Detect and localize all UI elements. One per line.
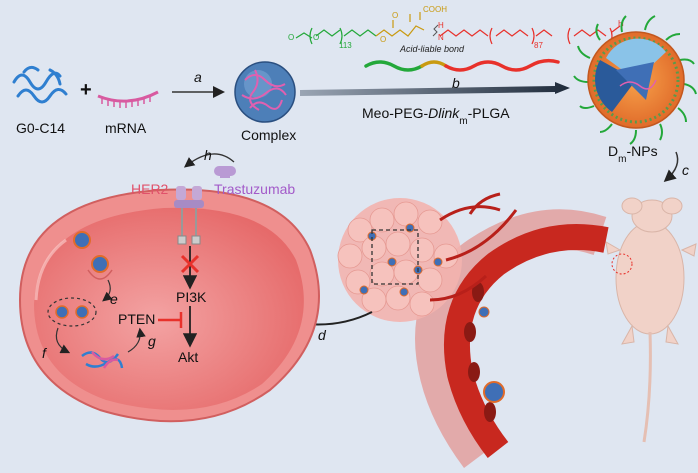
np-label: Dm-NPs <box>608 143 658 165</box>
tumor-cell <box>18 188 320 423</box>
akt-label: Akt <box>178 349 198 365</box>
chemical-structure: O O 113 O O COOH N H 87 29 H Acid-liable… <box>288 5 624 54</box>
step-c-label: c <box>682 162 689 178</box>
tumor-tissue <box>337 192 518 322</box>
arrow-h <box>183 153 235 168</box>
endocytosis-nps <box>73 231 113 280</box>
her2-receptor-icon <box>174 186 204 245</box>
polymer-label: Meo-PEG-Dlinkm-PLGA <box>362 105 510 127</box>
svg-text:O: O <box>392 11 398 20</box>
svg-text:N: N <box>438 33 444 42</box>
peg-repeat: 113 <box>339 41 352 50</box>
zoom-box <box>371 229 419 285</box>
arrow-c <box>663 151 679 182</box>
carrier-label: G0-C14 <box>16 120 65 136</box>
long-arrow <box>300 82 570 96</box>
mouse-icon <box>605 197 697 443</box>
endosome <box>47 297 97 327</box>
svg-text:O: O <box>380 35 386 44</box>
her2-label: HER2 <box>131 181 169 197</box>
cooh-text: COOH <box>423 5 447 14</box>
dm-nanoparticle-icon <box>573 15 697 145</box>
acid-bond-label: Acid-liable bond <box>399 44 465 54</box>
mrna-label: mRNA <box>105 120 147 136</box>
step-d-label: d <box>318 327 327 343</box>
svg-text:O: O <box>313 33 319 42</box>
svg-text:O: O <box>288 33 294 42</box>
step-f-label: f <box>42 345 48 361</box>
endosome-np-2 <box>75 305 89 319</box>
complex-label: Complex <box>241 127 296 143</box>
step-b-label: b <box>452 75 460 91</box>
plus-sign: + <box>80 79 92 101</box>
arrow-g <box>127 327 146 353</box>
arrow-f <box>55 327 71 354</box>
endosome-np-1 <box>55 305 69 319</box>
complex-sphere-icon <box>234 61 296 123</box>
pi3k-label: PI3K <box>176 289 207 305</box>
trastuzumab-label: Trastuzumab <box>214 181 295 197</box>
svg-text:H: H <box>438 21 444 30</box>
mrna-icon <box>97 90 159 108</box>
carrier-g0c14-icon <box>12 65 68 104</box>
released-mrna-icon <box>81 351 124 369</box>
arrow-e <box>102 279 113 302</box>
step-e-label: e <box>110 291 118 307</box>
block-x-icon <box>180 254 200 274</box>
step-a-label: a <box>194 69 202 85</box>
trastuzumab-icon <box>214 166 236 178</box>
step-g-label: g <box>148 333 156 349</box>
step-h-label: h <box>204 147 212 163</box>
plga-repeat: 87 <box>534 41 543 50</box>
polymer-chain-icon <box>364 58 560 72</box>
pten-label: PTEN <box>118 311 155 327</box>
